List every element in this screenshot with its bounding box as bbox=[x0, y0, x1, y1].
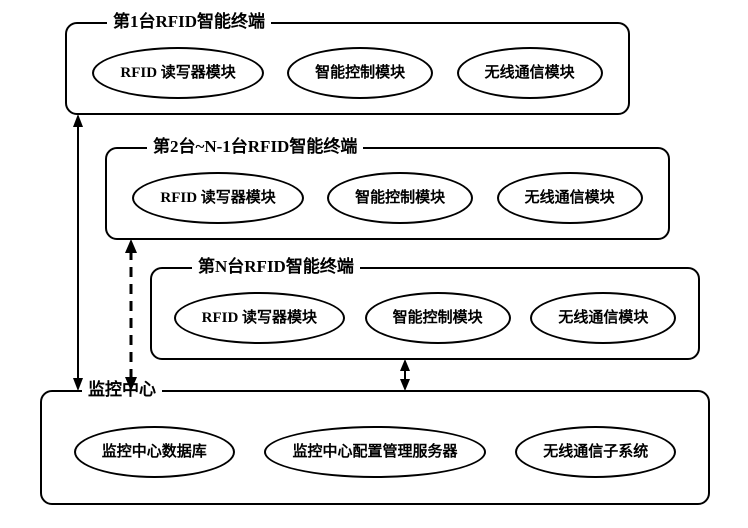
config-management-server: 监控中心配置管理服务器 bbox=[264, 425, 486, 478]
terminal-1-label: 第1台RFID智能终端 bbox=[107, 12, 272, 33]
terminal-n-modules: RFID 读写器模块 智能控制模块 无线通信模块 bbox=[152, 269, 698, 358]
terminal-2-modules: RFID 读写器模块 智能控制模块 无线通信模块 bbox=[107, 149, 668, 238]
rfid-reader-module: RFID 读写器模块 bbox=[132, 171, 304, 224]
arrow-terminal2-center bbox=[125, 239, 137, 391]
rfid-reader-module: RFID 读写器模块 bbox=[92, 46, 264, 99]
terminal-2-label: 第2台~N-1台RFID智能终端 bbox=[147, 137, 364, 158]
arrow-terminalN-center bbox=[400, 359, 410, 391]
intelligent-control-module: 智能控制模块 bbox=[287, 46, 434, 99]
rfid-reader-module: RFID 读写器模块 bbox=[173, 291, 346, 344]
terminal-1-modules: RFID 读写器模块 智能控制模块 无线通信模块 bbox=[67, 24, 628, 113]
monitoring-center-box: 监控中心 监控中心数据库 监控中心配置管理服务器 无线通信子系统 bbox=[40, 380, 710, 505]
wireless-comm-module: 无线通信模块 bbox=[456, 46, 603, 99]
monitoring-center-label: 监控中心 bbox=[82, 380, 162, 401]
terminal-n-label: 第N台RFID智能终端 bbox=[192, 257, 360, 278]
wireless-comm-module: 无线通信模块 bbox=[496, 171, 643, 224]
intelligent-control-module: 智能控制模块 bbox=[364, 291, 511, 344]
terminal-1-box: 第1台RFID智能终端 RFID 读写器模块 智能控制模块 无线通信模块 bbox=[65, 12, 630, 115]
intelligent-control-module: 智能控制模块 bbox=[327, 171, 474, 224]
monitoring-center-database: 监控中心数据库 bbox=[73, 425, 235, 478]
terminal-n-box: 第N台RFID智能终端 RFID 读写器模块 智能控制模块 无线通信模块 bbox=[150, 257, 700, 360]
wireless-comm-module: 无线通信模块 bbox=[530, 291, 677, 344]
arrow-terminal1-center bbox=[73, 114, 83, 391]
wireless-comm-subsystem: 无线通信子系统 bbox=[515, 425, 677, 478]
terminal-2-box: 第2台~N-1台RFID智能终端 RFID 读写器模块 智能控制模块 无线通信模… bbox=[105, 137, 670, 240]
monitoring-center-modules: 监控中心数据库 监控中心配置管理服务器 无线通信子系统 bbox=[42, 392, 708, 503]
